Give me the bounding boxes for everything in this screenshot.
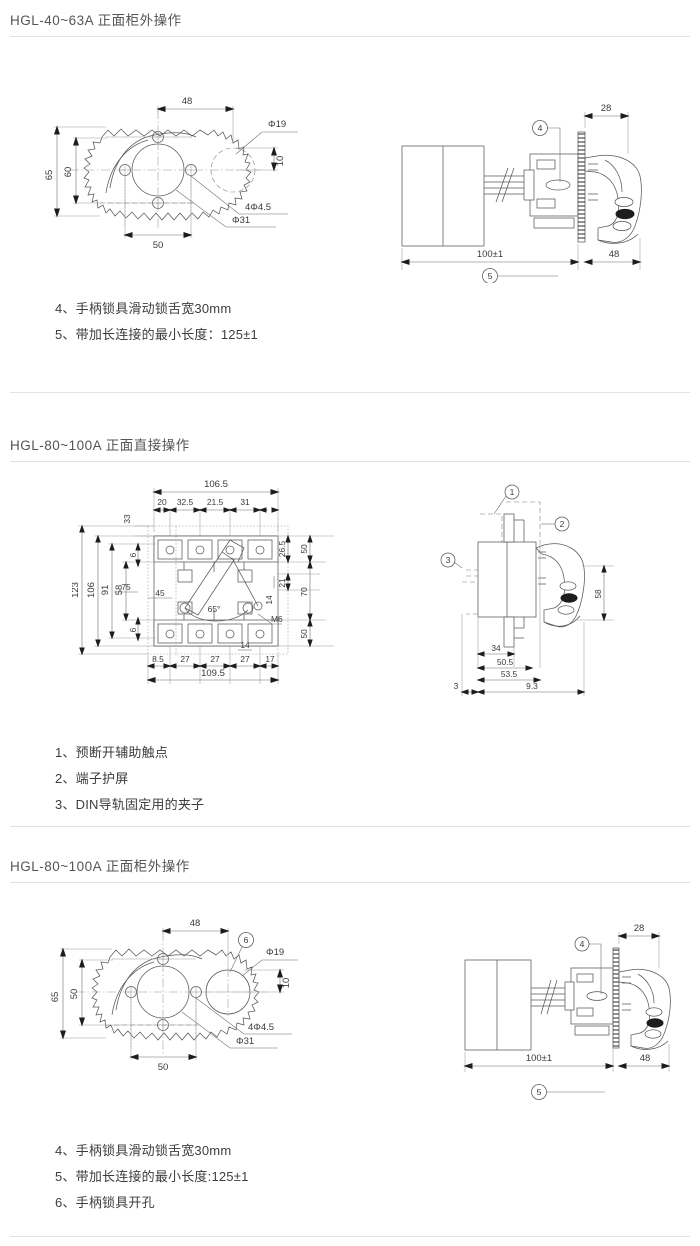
callout-3: 3 (446, 555, 451, 565)
divider-6 (10, 1236, 690, 1237)
dim-75: 75 (121, 582, 131, 592)
dim-6-upper: 6 (128, 552, 138, 557)
dim-phi19: Φ19 (268, 119, 286, 130)
dim-28: 28 (601, 103, 612, 114)
divider-3 (10, 461, 690, 462)
drawing-sec2-side-view: 1 2 3 58 34 50.5 (432, 482, 652, 707)
dim-6-lower: 6 (128, 627, 138, 632)
dim-100pm1: 100±1 (477, 249, 503, 260)
dim-100pm1-s3: 100±1 (526, 1053, 552, 1064)
dim-14-bottom: 14 (240, 640, 250, 650)
callout-4: 4 (538, 123, 543, 133)
dim-1095: 109.5 (201, 668, 225, 679)
divider-5 (10, 882, 690, 883)
callout-5: 5 (488, 271, 493, 281)
dim-123: 123 (72, 582, 81, 598)
section-title-1: HGL-40~63A 正面柜外操作 (10, 13, 182, 28)
drawing-sec1-front-view: 48 65 60 50 10 (40, 92, 340, 272)
dim-85: 8.5 (152, 654, 164, 664)
dim-93: 9.3 (526, 681, 538, 691)
dim-91: 91 (100, 585, 111, 596)
dim-10-right-s3: 10 (281, 978, 292, 989)
dim-28-s3: 28 (634, 923, 645, 934)
dim-65deg: 65° (208, 604, 221, 614)
callout-2: 2 (560, 519, 565, 529)
dim-325: 32.5 (177, 497, 194, 507)
callout-1: 1 (510, 487, 515, 497)
dim-3: 3 (454, 681, 459, 691)
dim-34: 34 (491, 643, 501, 653)
note-sec3-5: 5、带加长连接的最小长度:125±1 (55, 1169, 249, 1184)
dim-50-upper: 50 (299, 544, 309, 554)
dim-106: 106 (86, 582, 97, 598)
divider-4 (10, 826, 690, 827)
divider-1 (10, 36, 690, 37)
callout-4-s3: 4 (580, 939, 585, 949)
drawing-sec3-side-view: 4 100±1 48 28 5 (455, 918, 685, 1108)
dim-phi19-s3: Φ19 (266, 947, 284, 958)
dim-535: 53.5 (501, 669, 518, 679)
dim-phi31-s3: Φ31 (236, 1036, 254, 1047)
dim-4phi45-s3: 4Φ4.5 (248, 1022, 274, 1033)
dim-1065: 106.5 (204, 479, 228, 490)
note-sec2-1: 1、预断开辅助触点 (55, 745, 169, 760)
section-title-3: HGL-80~100A 正面柜外操作 (10, 859, 190, 874)
dim-27-a: 27 (180, 654, 190, 664)
dim-50-bottom-s3: 50 (158, 1062, 169, 1073)
dim-31: 31 (240, 497, 250, 507)
note-sec1-5: 5、带加长连接的最小长度：125±1 (55, 327, 258, 342)
dim-58-side: 58 (593, 589, 603, 599)
dim-60-left: 60 (63, 167, 74, 178)
dim-50-lower: 50 (299, 629, 309, 639)
drawing-sec3-front-view: 48 65 50 50 10 (48, 912, 348, 1092)
dim-215: 21.5 (207, 497, 224, 507)
dim-phi31: Φ31 (232, 215, 250, 226)
dim-m6: M6 (271, 614, 283, 624)
dim-65-left: 65 (44, 170, 55, 181)
dim-58: 58 (114, 585, 125, 596)
note-sec3-4: 4、手柄锁具滑动锁舌宽30mm (55, 1143, 232, 1158)
dim-10-right: 10 (275, 156, 286, 167)
dim-14-right: 14 (264, 595, 274, 605)
dim-21: 21 (277, 578, 287, 588)
dim-27-c: 27 (240, 654, 250, 664)
note-sec2-3: 3、DIN导轨固定用的夹子 (55, 797, 205, 812)
dim-48-top: 48 (182, 96, 193, 107)
dim-48-top-s3: 48 (190, 918, 201, 929)
callout-6: 6 (244, 935, 249, 945)
drawing-sec2-front-view: 106.5 20 32.5 21.5 31 33 (72, 474, 342, 704)
callout-5-s3: 5 (537, 1087, 542, 1097)
dim-20: 20 (157, 497, 167, 507)
divider-2 (10, 392, 690, 393)
dim-50-left-s3: 50 (69, 989, 80, 1000)
note-sec2-2: 2、端子护屏 (55, 771, 129, 786)
dim-33: 33 (122, 514, 132, 524)
dim-265: 26.5 (277, 541, 287, 558)
dim-65-left-s3: 65 (50, 992, 61, 1003)
section-title-2: HGL-80~100A 正面直接操作 (10, 438, 190, 453)
dim-27-b: 27 (210, 654, 220, 664)
dim-505: 50.5 (497, 657, 514, 667)
drawing-sec1-side-view: 4 100±1 48 28 5 (392, 98, 682, 283)
dim-45: 45 (155, 588, 165, 598)
note-sec1-4: 4、手柄锁具滑动锁舌宽30mm (55, 301, 232, 316)
dim-4phi45: 4Φ4.5 (245, 202, 271, 213)
dim-48-side: 48 (609, 249, 620, 260)
dim-70: 70 (299, 587, 309, 597)
dim-48-side-s3: 48 (640, 1053, 651, 1064)
dim-50-bottom: 50 (153, 240, 164, 251)
note-sec3-6: 6、手柄锁具开孔 (55, 1195, 155, 1210)
dim-17: 17 (265, 654, 275, 664)
